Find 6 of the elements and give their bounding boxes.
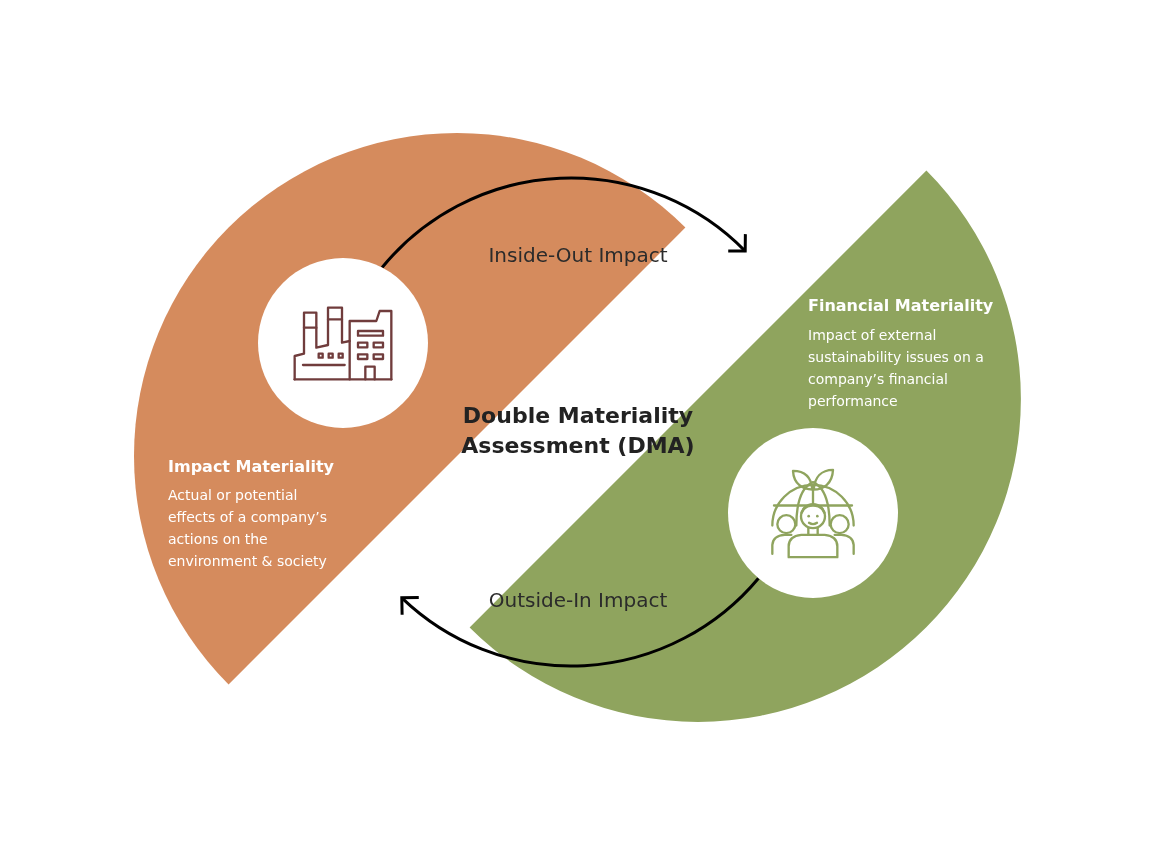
panel-heading: Financial Materiality <box>808 295 995 317</box>
panel-description: Actual or potential effects of a company’s actions on the environment & society <box>168 486 329 571</box>
panel-heading: Impact Materiality <box>168 456 335 478</box>
curved-arrow <box>400 577 760 668</box>
curved-arrow <box>381 176 747 269</box>
panel-description: Impact of external sustainability issues on a company’s financial performance <box>808 326 985 411</box>
